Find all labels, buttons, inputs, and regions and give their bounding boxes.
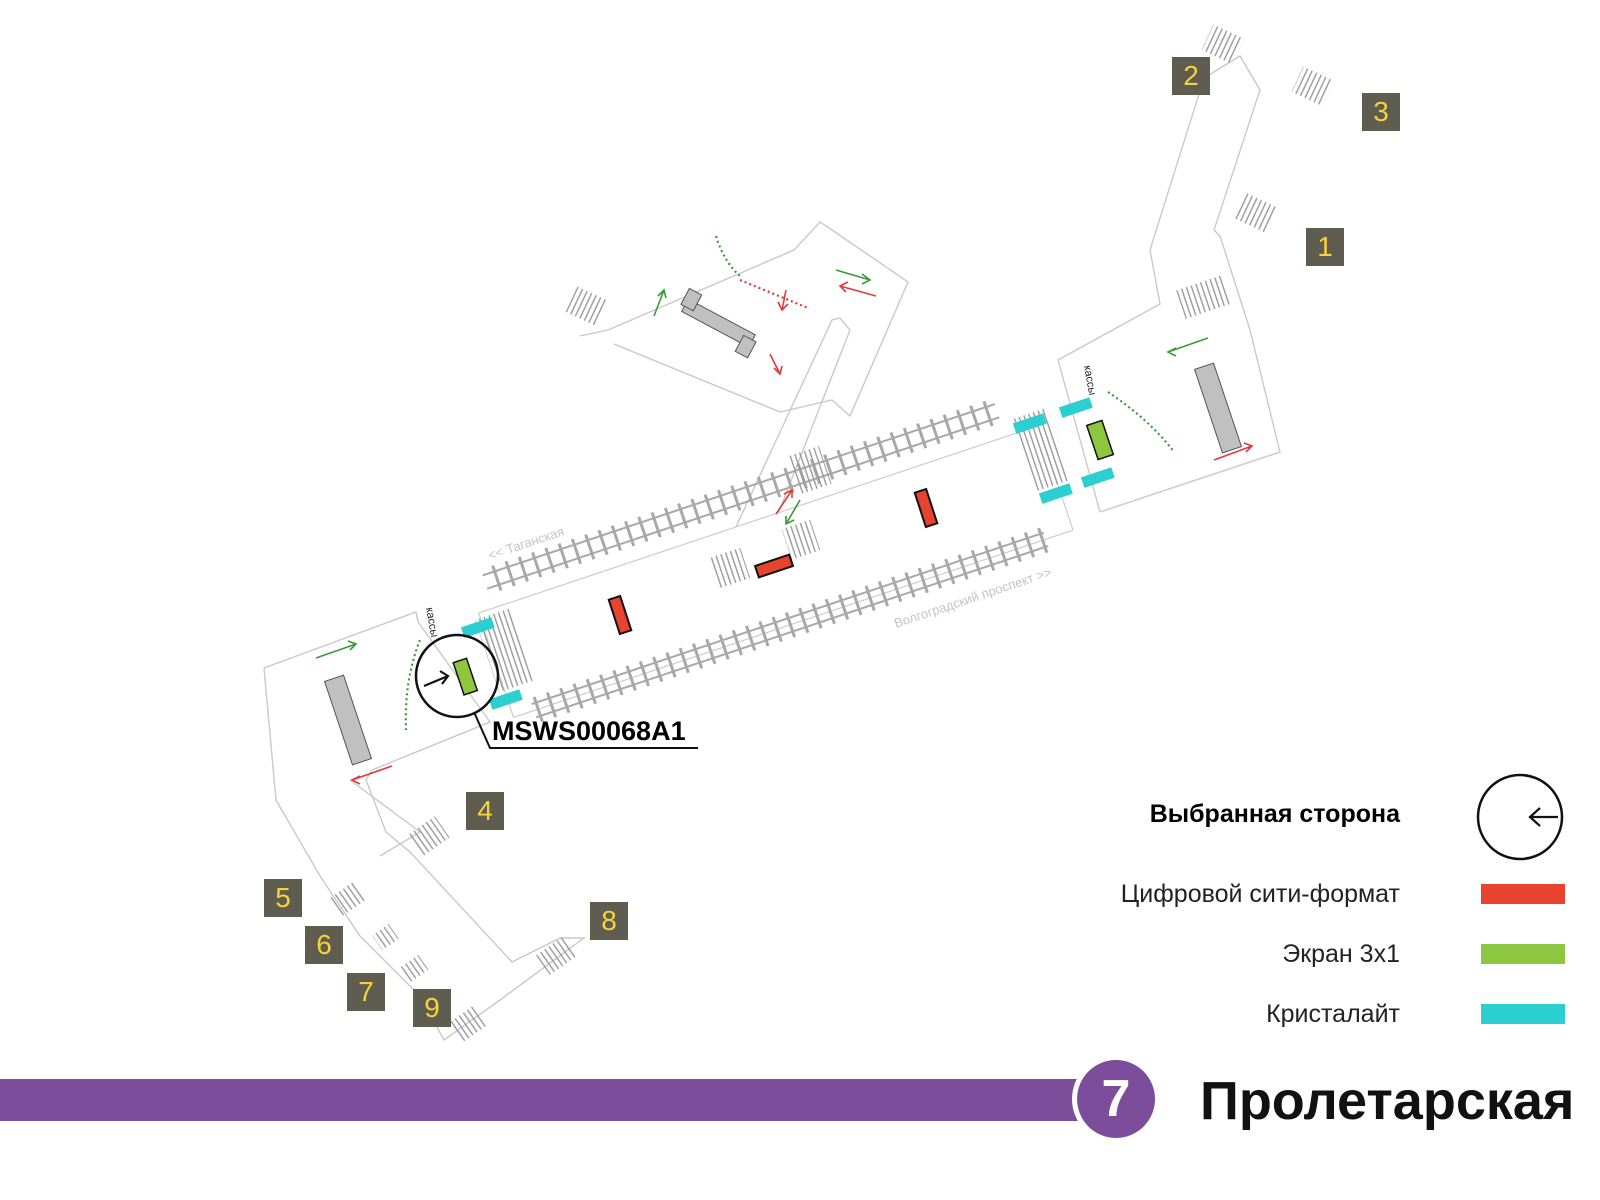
- exit-1: 1: [1306, 228, 1344, 266]
- station-name: Пролетарская: [1200, 1071, 1575, 1131]
- digital-cityformat-ad: [607, 594, 633, 636]
- crystalite-ad: [1080, 467, 1115, 488]
- crystalite-ad: [1012, 413, 1047, 434]
- legend-digital-cityformat: Цифровой сити-формат: [1120, 880, 1400, 908]
- flow-arrows: [315, 269, 1254, 785]
- legend-crystalite-swatch: [1481, 1004, 1565, 1024]
- exit-6: 6: [305, 926, 343, 964]
- screen-3x1-ad: [1085, 419, 1115, 461]
- crystalite-ad: [488, 689, 523, 710]
- digital-cityformat-ad: [753, 553, 795, 579]
- stairs: [328, 24, 1335, 1044]
- track-south: [529, 526, 1051, 724]
- ticket-office-right-label: кассы: [1081, 364, 1098, 396]
- screen-3x1-ad: [452, 657, 479, 696]
- track-north: [480, 398, 1002, 595]
- legend-digital-cityformat-swatch: [1481, 884, 1565, 904]
- digital-cityformat-ad: [913, 487, 939, 529]
- line-number: 7: [1077, 1060, 1155, 1138]
- line-number-badge: 7: [1072, 1055, 1160, 1143]
- exit-4: 4: [466, 792, 504, 830]
- legend-screen-3x1: Экран 3х1: [1282, 940, 1400, 968]
- legend-screen-3x1-swatch: [1481, 944, 1565, 964]
- exit-8: 8: [590, 902, 628, 940]
- crystalite-ad: [1038, 483, 1073, 504]
- legend-crystalite: Кристалайт: [1266, 1000, 1400, 1028]
- ticket-office-left-label: кассы: [423, 606, 440, 638]
- selected-ad-marker: [414, 633, 698, 749]
- exit-7: 7: [347, 973, 385, 1011]
- crystalite-ad: [460, 617, 495, 638]
- legend-selected-side: Выбранная сторона: [1149, 800, 1400, 828]
- crystalite-ad: [1058, 397, 1093, 418]
- exit-9: 9: [413, 989, 451, 1027]
- ad-placements: [452, 397, 1115, 710]
- metro-line-bar: [0, 1079, 1080, 1121]
- legend-selected-side-icon: [1476, 773, 1564, 861]
- exit-2: 2: [1172, 57, 1210, 95]
- exit-3: 3: [1362, 93, 1400, 131]
- ad-code-label: MSWS00068A1: [492, 716, 686, 746]
- exit-5: 5: [264, 879, 302, 917]
- gray-kiosks: [323, 287, 1243, 766]
- turnstile-lines: [404, 235, 1175, 731]
